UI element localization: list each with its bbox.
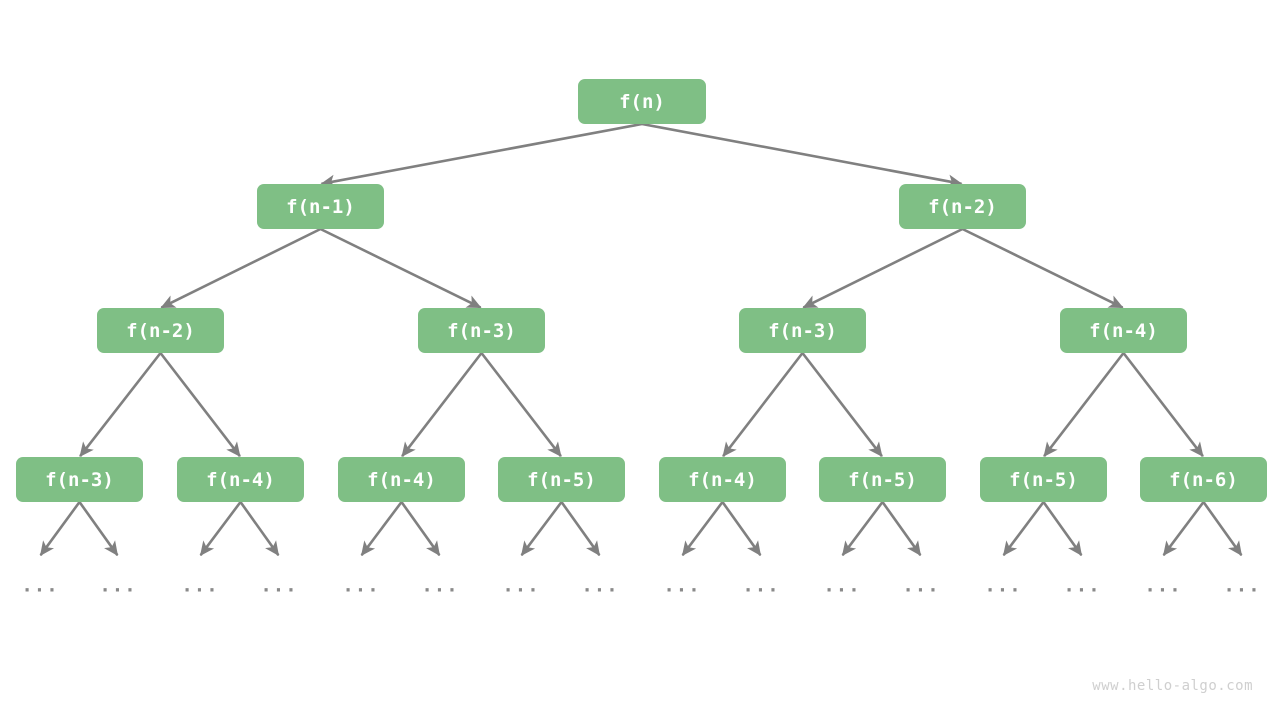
tree-edge-leaf-stub (199, 501, 242, 557)
ellipsis-label: ... (984, 575, 1021, 597)
tree-node[interactable]: f(n-5) (819, 457, 946, 502)
tree-node-box[interactable] (418, 308, 545, 353)
tree-edge-leaf-stub (560, 501, 601, 557)
tree-node-label: f(n) (619, 91, 665, 113)
tree-node-box[interactable] (578, 79, 706, 124)
tree-edge-leaf-stub (360, 501, 403, 557)
tree-node[interactable]: f(n-4) (177, 457, 304, 502)
tree-node-label: f(n-4) (1089, 320, 1158, 342)
tree-node-label: f(n-5) (527, 469, 596, 491)
tree-edge (801, 352, 883, 458)
tree-node-box[interactable] (498, 457, 625, 502)
tree-node[interactable]: f(n) (578, 79, 706, 124)
tree-edge-leaf-stub (39, 501, 81, 557)
tree-node-label: f(n-3) (447, 320, 516, 342)
tree-node-label: f(n-6) (1169, 469, 1238, 491)
tree-node-box[interactable] (1140, 457, 1267, 502)
nodes-layer: f(n) f(n-1) f(n-2) f(n-2) f(n-3) f(n-3) f(n-4)… (16, 79, 1267, 502)
ellipsis-label: ... (1223, 575, 1260, 597)
tree-edge (320, 122, 643, 188)
tree-edge-leaf-stub (1042, 501, 1083, 557)
tree-edge-leaf-stub (721, 501, 762, 557)
tree-node-box[interactable] (338, 457, 465, 502)
tree-node[interactable]: f(n-5) (980, 457, 1107, 502)
tree-node[interactable]: f(n-1) (257, 184, 384, 229)
tree-edge (722, 352, 804, 458)
tree-node-label: f(n-2) (928, 196, 997, 218)
tree-node[interactable]: f(n-3) (739, 308, 866, 353)
tree-node-box[interactable] (980, 457, 1107, 502)
tree-edge (79, 352, 162, 458)
tree-node-box[interactable] (739, 308, 866, 353)
tree-node[interactable]: f(n-2) (97, 308, 224, 353)
tree-node-label: f(n-3) (45, 469, 114, 491)
tree-node-box[interactable] (659, 457, 786, 502)
tree-node-label: f(n-4) (206, 469, 275, 491)
tree-edge (480, 352, 562, 458)
tree-node[interactable]: f(n-4) (659, 457, 786, 502)
tree-node-label: f(n-4) (688, 469, 757, 491)
tree-node-box[interactable] (257, 184, 384, 229)
tree-node-box[interactable] (97, 308, 224, 353)
ellipsis-label: ... (181, 575, 218, 597)
ellipsis-label: ... (502, 575, 539, 597)
ellipsis-label: ... (663, 575, 700, 597)
ellipsis-label: ... (581, 575, 618, 597)
watermark-label: www.hello-algo.com (1092, 678, 1253, 694)
tree-edge (1122, 352, 1204, 458)
tree-edge (401, 352, 483, 458)
ellipsis-label: ... (742, 575, 779, 597)
tree-edge-leaf-stub (681, 501, 724, 557)
tree-node[interactable]: f(n-4) (338, 457, 465, 502)
tree-edge-leaf-stub (520, 501, 563, 557)
leaf-stubs-layer (39, 501, 1243, 557)
ellipsis-label: ... (1063, 575, 1100, 597)
tree-edge (319, 227, 482, 309)
tree-edge-leaf-stub (1162, 501, 1205, 557)
tree-edge (159, 352, 241, 458)
tree-edge-leaf-stub (239, 501, 280, 557)
tree-node-label: f(n-3) (768, 320, 837, 342)
tree-edge (1043, 352, 1125, 458)
tree-edge-leaf-stub (78, 501, 119, 557)
tree-edge-leaf-stub (841, 501, 884, 557)
tree-node[interactable]: f(n-3) (418, 308, 545, 353)
tree-node[interactable]: f(n-4) (1060, 308, 1187, 353)
ellipsis-label: ... (342, 575, 379, 597)
ellipsis-label: ... (902, 575, 939, 597)
tree-node-label: f(n-2) (126, 320, 195, 342)
tree-edge (802, 227, 964, 309)
tree-node-box[interactable] (819, 457, 946, 502)
tree-node-label: f(n-5) (1009, 469, 1078, 491)
tree-edge (641, 122, 963, 188)
tree-node-box[interactable] (177, 457, 304, 502)
tree-edge (961, 227, 1124, 309)
tree-node[interactable]: f(n-6) (1140, 457, 1267, 502)
tree-edge-leaf-stub (1002, 501, 1045, 557)
tree-edge-leaf-stub (881, 501, 922, 557)
ellipsis-label: ... (21, 575, 58, 597)
tree-edge-leaf-stub (1202, 501, 1243, 557)
tree-node[interactable]: f(n-2) (899, 184, 1026, 229)
ellipsis-label: ... (1144, 575, 1181, 597)
tree-node-label: f(n-5) (848, 469, 917, 491)
tree-node-box[interactable] (16, 457, 143, 502)
tree-edge (160, 227, 322, 309)
ellipsis-label: ... (823, 575, 860, 597)
ellipsis-label: ... (421, 575, 458, 597)
tree-edge-leaf-stub (400, 501, 441, 557)
tree-node[interactable]: f(n-3) (16, 457, 143, 502)
ellipsis-label: ... (99, 575, 136, 597)
tree-node-label: f(n-4) (367, 469, 436, 491)
tree-node[interactable]: f(n-5) (498, 457, 625, 502)
tree-node-box[interactable] (899, 184, 1026, 229)
ellipsis-layer: ........................................… (21, 575, 1260, 597)
tree-node-box[interactable] (1060, 308, 1187, 353)
tree-node-label: f(n-1) (286, 196, 355, 218)
edges-layer (79, 122, 1204, 458)
ellipsis-label: ... (260, 575, 297, 597)
